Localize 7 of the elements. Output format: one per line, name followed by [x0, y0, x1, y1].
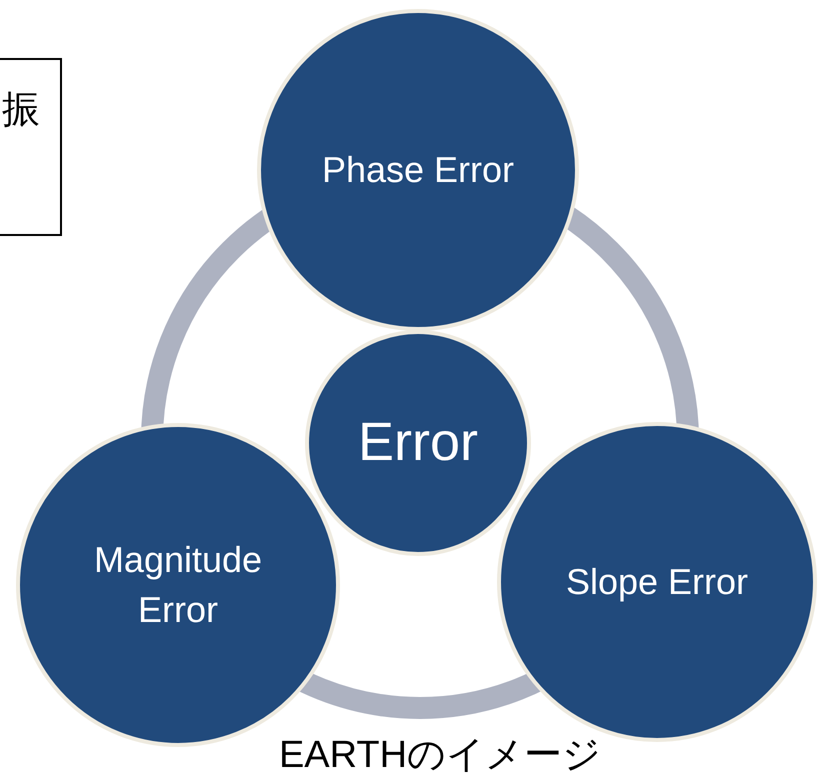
circle-label: Slope Error: [566, 560, 748, 604]
text-box: [0, 58, 62, 236]
caption: EARTHのイメージ: [278, 733, 602, 778]
box-text: 振: [2, 90, 40, 132]
circle-label: Magnitude Error: [92, 538, 264, 632]
circle-label: Error: [358, 411, 478, 474]
circle-label: Phase Error: [322, 148, 514, 192]
